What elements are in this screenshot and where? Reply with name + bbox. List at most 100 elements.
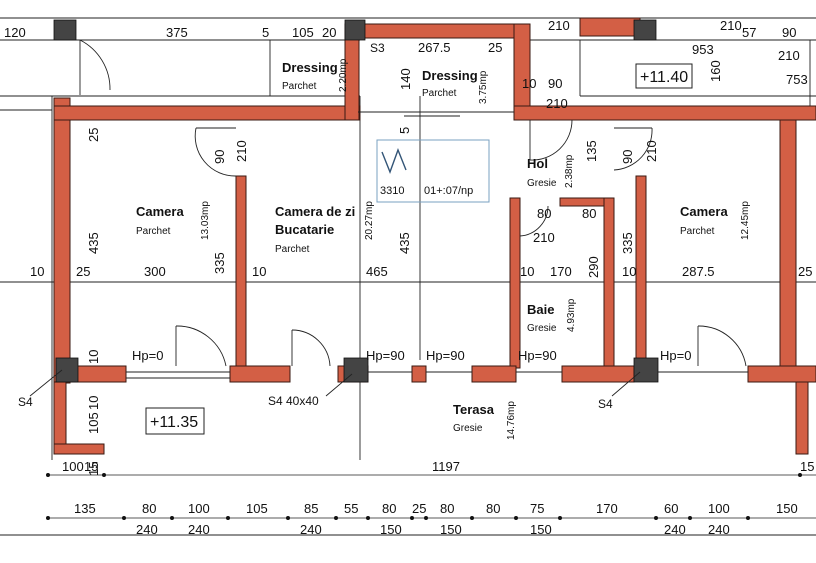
room-finish: Gresie [527, 323, 557, 334]
room-area: 13.03mp [200, 201, 211, 240]
dim-label: 240 [708, 522, 730, 537]
dim-label: 15 [86, 462, 101, 476]
room-finish: Parchet [275, 244, 310, 255]
hp-label: Hp=90 [426, 348, 465, 363]
dim-label: 140 [398, 68, 413, 90]
dim-label: 90 [782, 25, 796, 40]
dim-label: 465 [366, 264, 388, 279]
column-label: S4 [18, 395, 33, 409]
dim-label: 240 [136, 522, 158, 537]
dim-label: 210 [533, 230, 555, 245]
room-area: 14.76mp [506, 401, 517, 440]
dim-label: 80 [537, 206, 551, 221]
hp-labels: Hp=0 Hp=90 Hp=90 Hp=90 Hp=0 [132, 348, 691, 363]
dim-label: 290 [586, 256, 601, 278]
hp-label: Hp=90 [518, 348, 557, 363]
levels: +11.40 +11.35 [145, 63, 693, 435]
dim-label: 100 [188, 501, 210, 516]
dim-label: 80 [582, 206, 596, 221]
level-label: +11.35 [150, 414, 198, 431]
dim-label: 20 [322, 25, 336, 40]
dim-label: 150 [530, 522, 552, 537]
dim-label: 105 [86, 412, 101, 434]
top-dimensions: 120 375 5 105 20 210 267.5 25 210 953 57… [4, 18, 808, 111]
dim-label: 435 [397, 232, 412, 254]
room-finish: Parchet [282, 81, 317, 92]
room-name: Dressing [282, 60, 338, 75]
column-label: S4 [598, 397, 613, 411]
room-area: 4.93mp [566, 298, 577, 332]
dim-label: 25 [798, 264, 812, 279]
dim-label: 1197 [432, 459, 460, 474]
stamp: 3310 01+:07/np [376, 139, 490, 203]
dim-label: 150 [440, 522, 462, 537]
dim-label: 100 [708, 501, 730, 516]
room-area: 20.27mp [364, 201, 375, 240]
room-name: Camera [136, 204, 184, 219]
dim-label: 75 [530, 501, 544, 516]
hp-label: Hp=0 [132, 348, 163, 363]
room-area: 2.20mp [338, 58, 349, 92]
room-name: Baie [527, 302, 554, 317]
dim-label: 120 [4, 25, 26, 40]
dim-label: 170 [550, 264, 572, 279]
room-finish: Parchet [136, 226, 171, 237]
dim-label: 210 [778, 48, 800, 63]
dim-label: 15 [800, 459, 814, 474]
dim-label: 10 [622, 264, 636, 279]
dim-label: 160 [708, 60, 723, 82]
dim-label: 10 [252, 264, 266, 279]
dim-label: 135 [74, 501, 96, 516]
room-area: 2.38mp [564, 154, 575, 188]
dim-label: 150 [776, 501, 798, 516]
columns [53, 19, 659, 383]
room-finish: Parchet [680, 226, 715, 237]
dim-label: 100 [62, 459, 84, 474]
dim-label: 210 [548, 18, 570, 33]
dim-label: 335 [212, 252, 227, 274]
walls [53, 17, 816, 455]
outline-lines [0, 17, 816, 536]
dim-label: 210 [234, 140, 249, 162]
stamp-left-text: 3310 [380, 185, 404, 197]
dim-label: 80 [486, 501, 500, 516]
dim-label: 25 [488, 40, 502, 55]
dim-label: 300 [144, 264, 166, 279]
dim-label: 80 [142, 501, 156, 516]
dim-label: 10 [522, 76, 536, 91]
bottom-total-dimension: 100 15 1197 15 [46, 459, 816, 477]
room-area: 3.75mp [478, 70, 489, 104]
dim-label: 135 [584, 140, 599, 162]
dim-label: 15 [84, 459, 98, 474]
level-label: +11.40 [640, 69, 688, 86]
dim-label: 85 [304, 501, 318, 516]
room-name: Hol [527, 156, 548, 171]
dim-label: 80 [440, 501, 454, 516]
column-labels: S3 S4 S4 40x40 S4 [18, 41, 641, 411]
room-name: Dressing [422, 68, 478, 83]
room-name: Camera de zi [275, 204, 355, 219]
dim-label: 10 [86, 396, 101, 410]
dim-label: 25 [86, 128, 101, 142]
room-finish: Parchet [422, 88, 457, 99]
dim-label: 10 [520, 264, 534, 279]
dim-label: 953 [692, 42, 714, 57]
room-name: Camera [680, 204, 728, 219]
dim-label: 10 [30, 264, 44, 279]
dim-label: 335 [620, 232, 635, 254]
dim-label: 375 [166, 25, 188, 40]
dim-label: 5 [262, 25, 269, 40]
dim-label: 150 [380, 522, 402, 537]
hp-label: Hp=0 [660, 348, 691, 363]
dim-label: 10 [86, 350, 101, 364]
dim-label: 240 [300, 522, 322, 537]
dim-label: 57 [742, 25, 756, 40]
dim-label: 105 [292, 25, 314, 40]
windows [126, 111, 748, 379]
dim-label: 210 [720, 18, 742, 33]
dim-label: 105 [246, 501, 268, 516]
dim-label: 55 [344, 501, 358, 516]
column-label: S4 40x40 [268, 394, 319, 408]
dim-label: 287.5 [682, 264, 715, 279]
